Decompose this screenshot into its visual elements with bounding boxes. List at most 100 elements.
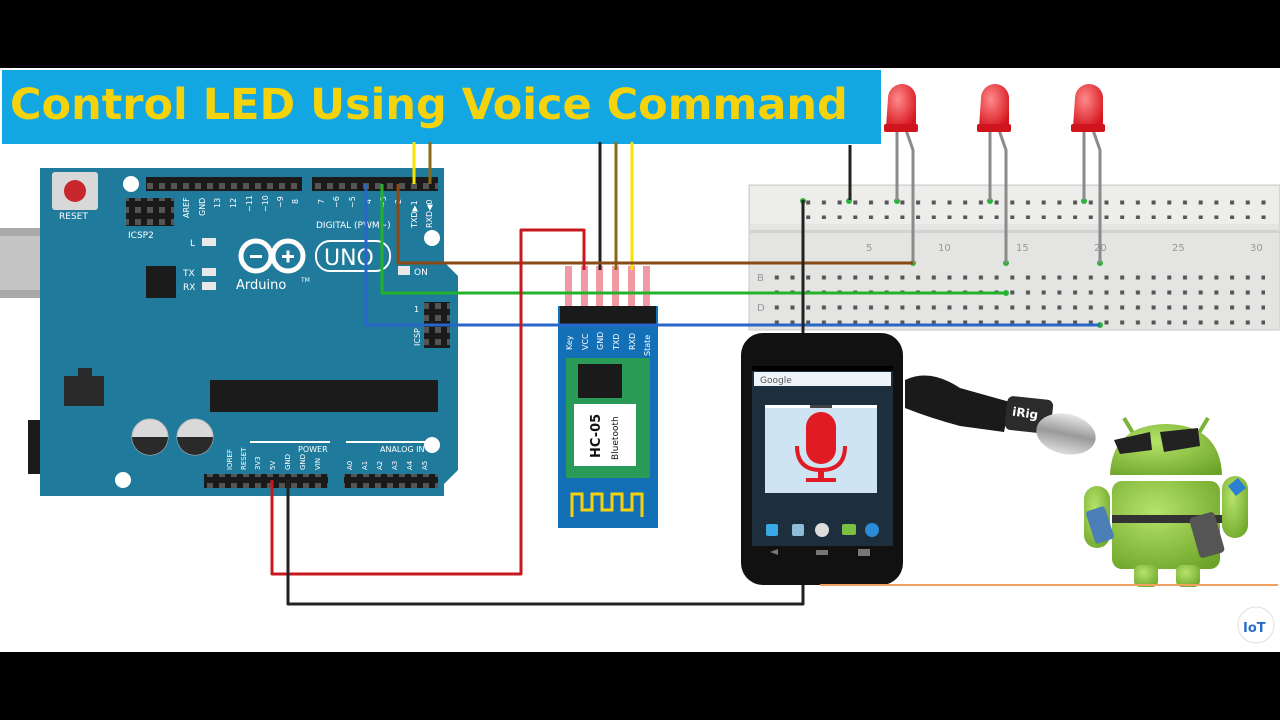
led-3-bulb bbox=[1073, 84, 1103, 128]
bb-col-5: 5 bbox=[866, 243, 872, 254]
title-banner bbox=[2, 70, 881, 144]
breadboard-divider bbox=[750, 230, 1279, 233]
pin-4: 4 bbox=[364, 199, 373, 204]
hc05-pin-key: Key bbox=[565, 335, 574, 350]
android-tablet bbox=[1086, 506, 1114, 544]
hc05-bluetooth-module: Key VCC GND TXD RXD State HC-05 Bluetoot… bbox=[558, 266, 658, 528]
icsp-pin1-label: 1 bbox=[414, 305, 419, 314]
txd-label: TXD▶1 bbox=[410, 200, 419, 229]
contacts-app-icon[interactable] bbox=[792, 524, 804, 536]
pin-a4: A4 bbox=[406, 460, 414, 470]
smartphone: Google bbox=[741, 333, 903, 585]
icsp2-label: ICSP2 bbox=[128, 231, 154, 241]
phone-app-dock bbox=[766, 523, 879, 537]
breadboard: 5 10 15 20 25 30 B D bbox=[748, 184, 1280, 331]
apps-drawer-icon[interactable] bbox=[815, 523, 829, 537]
hc05-pin-headers bbox=[565, 266, 650, 306]
pin-a3: A3 bbox=[391, 461, 399, 470]
hc05-label-area bbox=[574, 404, 636, 466]
messages-app-icon[interactable] bbox=[842, 524, 856, 535]
pin-11: ~11 bbox=[245, 195, 254, 212]
rxd-label: RXD◀0 bbox=[425, 200, 434, 228]
wire-blue-led3 bbox=[364, 184, 1100, 327]
breadboard-rail-holes bbox=[800, 193, 1270, 219]
microphone: iRig bbox=[905, 375, 1096, 455]
led-3 bbox=[1071, 84, 1105, 263]
bb-col-10: 10 bbox=[938, 243, 951, 254]
phone-app-icon[interactable] bbox=[766, 524, 778, 536]
recents-nav-icon[interactable] bbox=[858, 549, 870, 556]
phone-search-bar[interactable] bbox=[754, 372, 891, 386]
power-label: POWER bbox=[298, 445, 328, 454]
hc05-pin-txd: TXD bbox=[612, 333, 621, 351]
aref-label: AREF bbox=[182, 197, 191, 218]
rx-led-label: RX bbox=[183, 283, 195, 293]
android-body bbox=[1112, 481, 1220, 569]
pin-7: 7 bbox=[317, 199, 326, 204]
hc05-antenna bbox=[570, 492, 644, 517]
bb-col-15: 15 bbox=[1016, 243, 1029, 254]
pin-a1: A1 bbox=[361, 461, 369, 470]
led-2-bulb bbox=[979, 84, 1009, 128]
icsp-label: ICSP bbox=[413, 328, 422, 346]
pin-reset: RESET bbox=[240, 447, 248, 470]
wiring bbox=[270, 142, 1100, 606]
android-sunglasses bbox=[1114, 432, 1152, 454]
icsp2-header bbox=[126, 198, 174, 226]
digital-header-left bbox=[146, 177, 302, 191]
arduino-pcb bbox=[40, 168, 458, 496]
pin-5: ~5 bbox=[348, 196, 357, 208]
l-led-label: L bbox=[190, 239, 195, 249]
hc05-chip bbox=[578, 364, 622, 398]
back-nav-icon[interactable] bbox=[770, 549, 778, 555]
on-led-label: ON bbox=[414, 268, 428, 278]
breadboard-terminal-holes bbox=[765, 265, 1265, 327]
bb-row-b: B bbox=[757, 273, 764, 284]
phone-search-label: Google bbox=[760, 376, 792, 386]
hc05-pin-state: State bbox=[643, 335, 652, 356]
analog-header bbox=[344, 474, 438, 488]
hc05-model: HC-05 bbox=[589, 414, 604, 458]
pin-9: ~9 bbox=[276, 196, 285, 208]
hc05-pin-gnd: GND bbox=[596, 332, 605, 350]
mic-grille bbox=[1036, 413, 1096, 455]
mic-brand: iRig bbox=[1011, 405, 1039, 422]
pin-gnd-1: GND bbox=[284, 454, 292, 470]
pin-vin: VIN bbox=[314, 458, 322, 470]
floor-line bbox=[820, 584, 1278, 586]
pin-10: ~10 bbox=[261, 195, 270, 212]
wire-green-led2 bbox=[380, 184, 1006, 295]
hc05-pin-rxd: RXD bbox=[628, 333, 637, 350]
wire-brown-led1 bbox=[396, 184, 913, 265]
microphone-icon[interactable] bbox=[806, 412, 836, 464]
pin-12: 12 bbox=[229, 198, 238, 208]
arduino-uno-board: RESET ICSP2 AREF GND 13 12 ~11 ~10 ~9 8 … bbox=[0, 168, 458, 496]
pin-a2: A2 bbox=[376, 461, 384, 470]
reset-label: RESET bbox=[59, 212, 88, 222]
digital-header-right bbox=[312, 177, 438, 191]
pin-6: ~6 bbox=[332, 196, 341, 208]
power-header bbox=[204, 474, 328, 488]
pin-ioref: IOREF bbox=[226, 449, 234, 470]
atmega-chip bbox=[210, 380, 438, 412]
tx-led-label: TX bbox=[182, 269, 195, 279]
pin-3v3: 3V3 bbox=[254, 456, 262, 470]
pin-8: 8 bbox=[291, 199, 300, 204]
pin-5v: 5V bbox=[269, 461, 277, 470]
browser-app-icon[interactable] bbox=[865, 523, 879, 537]
pin-a0: A0 bbox=[346, 461, 354, 470]
pin-a5: A5 bbox=[421, 461, 429, 470]
digital-label: DIGITAL (PWM~) bbox=[316, 221, 391, 231]
android-mascot bbox=[1084, 416, 1248, 587]
iot-logo-text: IoT bbox=[1243, 621, 1266, 636]
pin-gnd-2: GND bbox=[299, 454, 307, 470]
home-nav-icon[interactable] bbox=[816, 550, 828, 555]
bb-col-30: 30 bbox=[1250, 243, 1263, 254]
gnd-label-top: GND bbox=[198, 198, 207, 216]
led-1 bbox=[884, 84, 918, 263]
arduino-logo bbox=[238, 238, 306, 274]
led-1-bulb bbox=[886, 84, 916, 128]
usb-chip bbox=[146, 266, 176, 298]
arduino-tm: TM bbox=[300, 277, 310, 284]
